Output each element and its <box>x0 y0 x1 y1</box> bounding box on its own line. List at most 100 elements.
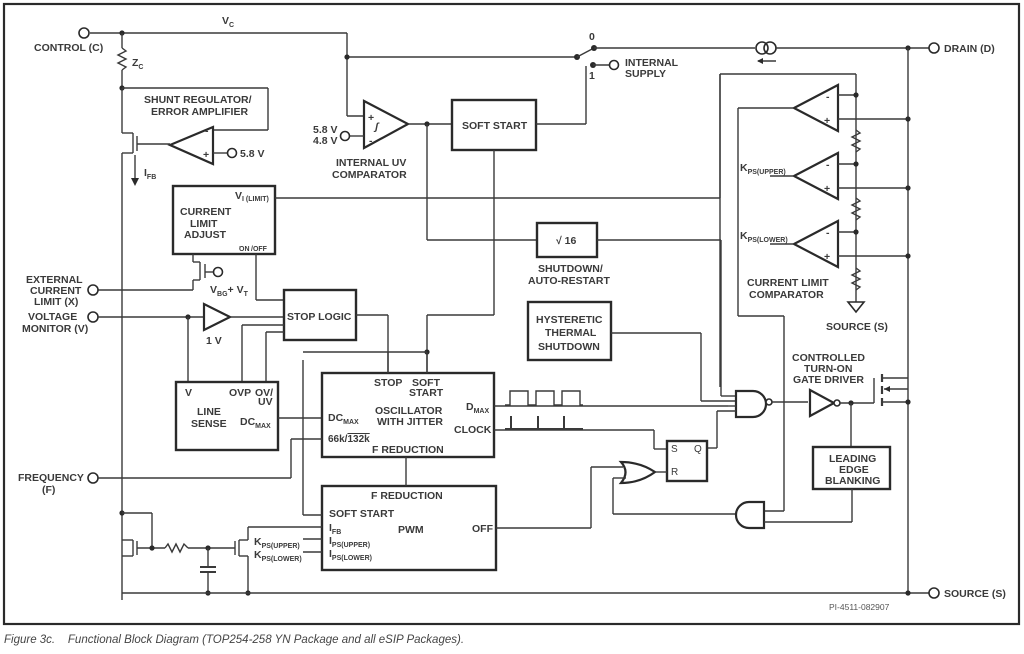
svg-text:FREQUENCY: FREQUENCY <box>18 472 84 484</box>
svg-text:WITH JITTER: WITH JITTER <box>377 416 443 428</box>
current-limit-comparator: - + - + KPS(UPPER) - + KPS(LOWER) <box>719 73 911 512</box>
line-sense-block <box>174 380 280 452</box>
sr-latch <box>665 439 709 483</box>
svg-text:F REDUCTION: F REDUCTION <box>371 490 443 502</box>
dmax-waveform <box>494 390 728 407</box>
svg-text:/OFF: /OFF <box>251 246 268 253</box>
svg-text:CONTROLLED: CONTROLLED <box>792 352 865 364</box>
svg-text:SUPPLY: SUPPLY <box>625 68 666 80</box>
svg-text:R: R <box>671 467 678 478</box>
control-pin-label: CONTROL (C) <box>34 42 103 54</box>
uv-ref-pin <box>339 130 351 142</box>
svg-text:(F): (F) <box>42 484 55 496</box>
svg-text:SOFT START: SOFT START <box>462 120 528 132</box>
pwm-block <box>320 484 498 572</box>
svg-text:THERMAL: THERMAL <box>545 327 597 339</box>
svg-text:4.8 V: 4.8 V <box>313 135 338 147</box>
svg-text:-: - <box>205 125 209 137</box>
voltage-monitor-pin[interactable] <box>87 311 99 323</box>
svg-text:SENSE: SENSE <box>191 418 227 430</box>
svg-text:LINE: LINE <box>197 406 221 418</box>
svg-text:IPS(UPPER): IPS(UPPER) <box>329 535 370 549</box>
source-pin[interactable] <box>928 587 940 599</box>
svg-text:IPS(LOWER): IPS(LOWER) <box>329 548 372 562</box>
internal-uv-comparator: + - ʃ 5.8 V 4.8 V INTERNAL UV COMPARATOR <box>313 99 537 241</box>
svg-text:TURN-ON: TURN-ON <box>804 363 852 375</box>
svg-text:BLANKING: BLANKING <box>825 475 880 487</box>
svg-text:OFF: OFF <box>472 523 494 535</box>
svg-text:ADJUST: ADJUST <box>184 229 227 241</box>
svg-text:5.8 V: 5.8 V <box>240 148 265 160</box>
svg-text:CLOCK: CLOCK <box>454 424 492 436</box>
external-current-limit-pin[interactable] <box>87 284 99 296</box>
svg-text:INTERNAL UV: INTERNAL UV <box>336 157 406 169</box>
svg-text:-: - <box>826 91 830 103</box>
svg-text:SOFT: SOFT <box>412 377 441 389</box>
buffer-1v <box>202 302 233 332</box>
source-ground-label: SOURCE (S) <box>826 321 888 333</box>
frequency-pin[interactable] <box>87 472 99 484</box>
drain-pin-label: DRAIN (D) <box>944 43 995 55</box>
shunt-regulator: - + 5.8 V SHUNT REGULATOR/ ERROR AMPLIFI… <box>121 87 269 600</box>
control-pin[interactable] <box>78 27 90 39</box>
nand-gate <box>707 389 808 449</box>
svg-text:-: - <box>369 135 373 147</box>
svg-text:F REDUCTION: F REDUCTION <box>372 444 444 456</box>
svg-text:DMAX: DMAX <box>466 401 489 415</box>
svg-text:+: + <box>824 251 830 263</box>
svg-text:KPS(LOWER): KPS(LOWER) <box>254 549 302 563</box>
svg-text:+: + <box>368 112 374 124</box>
error-amplifier <box>167 125 215 166</box>
svg-text:KPS(UPPER): KPS(UPPER) <box>254 536 300 550</box>
drain-pin[interactable] <box>928 42 940 54</box>
svg-text:CURRENT LIMIT: CURRENT LIMIT <box>747 277 829 289</box>
svg-text:1: 1 <box>589 70 595 82</box>
diagram-frame <box>2 2 1021 626</box>
vc-label: VC <box>222 15 234 29</box>
svg-text:AUTO-RESTART: AUTO-RESTART <box>528 275 610 287</box>
svg-text:DCMAX: DCMAX <box>240 416 271 430</box>
svg-text:STOP LOGIC: STOP LOGIC <box>287 311 352 323</box>
svg-text:+: + <box>824 115 830 127</box>
svg-text:-: - <box>826 159 830 171</box>
zc-resistor: ZC <box>116 33 143 91</box>
stop-logic-block <box>282 288 358 342</box>
svg-text:ZC: ZC <box>132 57 143 71</box>
svg-text:LIMIT (X): LIMIT (X) <box>34 296 78 308</box>
svg-text:VI (LIMIT): VI (LIMIT) <box>235 190 269 203</box>
ref-5v8-pin <box>226 147 238 159</box>
svg-text:KPS(LOWER): KPS(LOWER) <box>740 230 788 244</box>
svg-text:COMPARATOR: COMPARATOR <box>332 169 407 181</box>
svg-text:√ 16: √ 16 <box>556 235 577 247</box>
vc-net: VC <box>90 15 577 116</box>
leading-edge-blanking-block <box>811 445 892 491</box>
svg-text:SHUNT REGULATOR/: SHUNT REGULATOR/ <box>144 94 252 106</box>
svg-text:IFB: IFB <box>144 167 156 181</box>
svg-text:VBG+ VT: VBG+ VT <box>210 284 249 298</box>
thermal-shutdown-block <box>526 300 613 362</box>
svg-text:SOFT START: SOFT START <box>329 508 395 520</box>
svg-text:COMPARATOR: COMPARATOR <box>749 289 824 301</box>
or-gate <box>590 460 736 528</box>
power-mosfet <box>873 374 911 406</box>
svg-text:SHUTDOWN: SHUTDOWN <box>538 341 600 353</box>
pmos-vbg: VBG+ VT <box>98 254 249 298</box>
svg-text:0: 0 <box>589 31 595 43</box>
svg-text:DCMAX: DCMAX <box>328 412 359 426</box>
part-number: PI-4511-082907 <box>829 602 890 612</box>
internal-supply-pin <box>608 59 620 71</box>
svg-text:66k/132k: 66k/132k <box>328 434 370 445</box>
svg-text:HYSTERETIC: HYSTERETIC <box>536 314 603 326</box>
svg-text:LIMIT: LIMIT <box>190 218 218 230</box>
ground-icon <box>846 301 866 314</box>
svg-text:ʃ: ʃ <box>373 121 380 133</box>
svg-text:1 V: 1 V <box>206 335 222 347</box>
svg-text:V: V <box>185 387 192 399</box>
svg-text:EXTERNAL: EXTERNAL <box>26 274 83 286</box>
svg-text:5.8 V: 5.8 V <box>313 124 338 136</box>
svg-text:ON: ON <box>239 246 250 253</box>
and-gate <box>734 500 852 530</box>
svg-text:CURRENT: CURRENT <box>30 285 82 297</box>
svg-text:+: + <box>203 149 209 161</box>
